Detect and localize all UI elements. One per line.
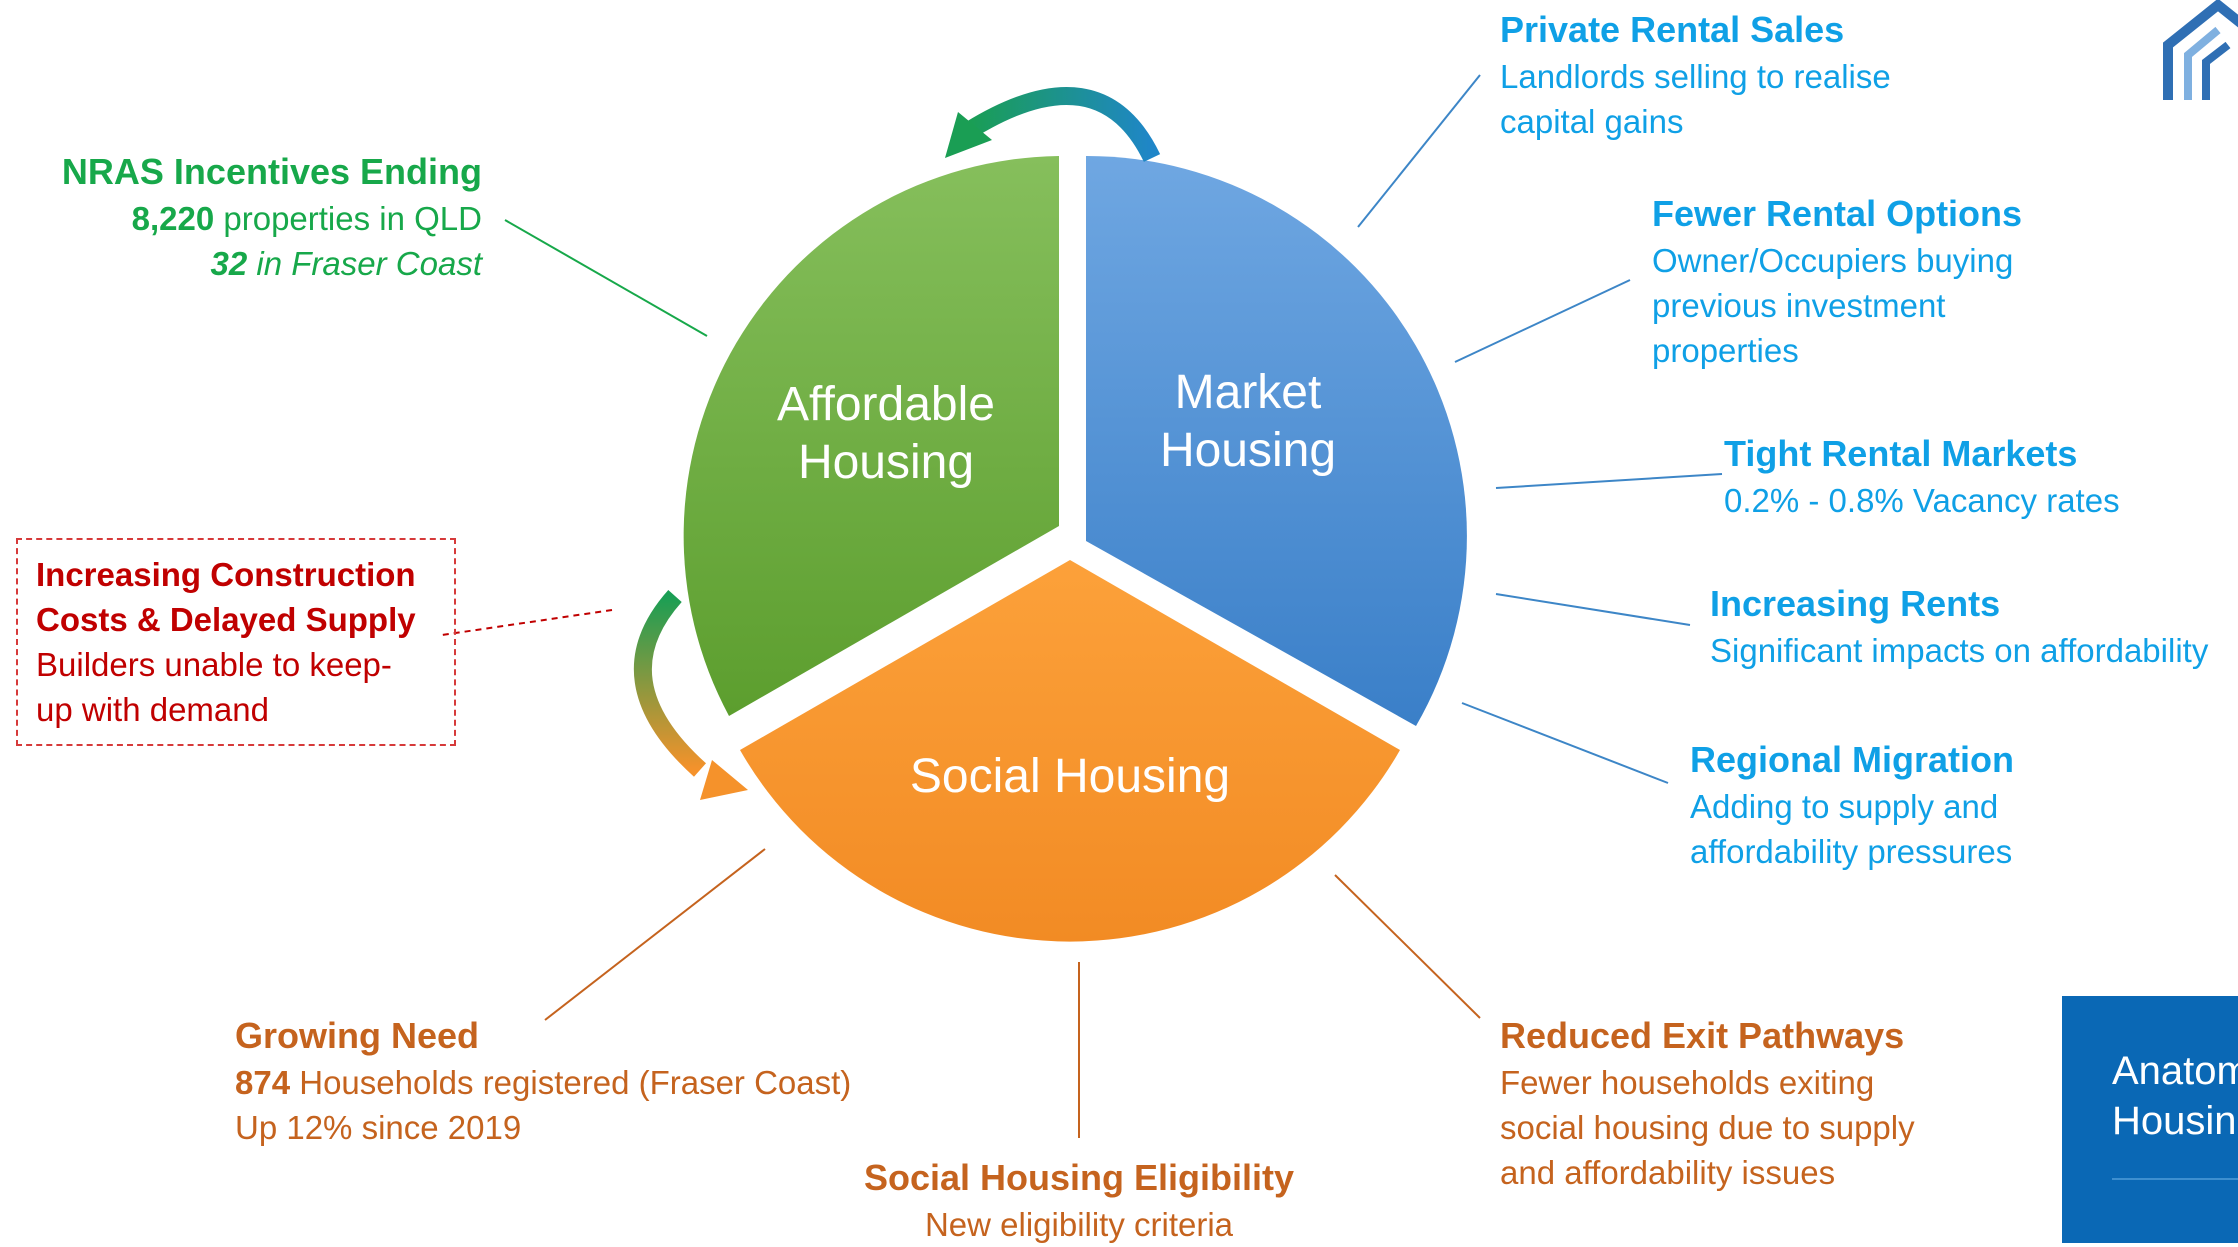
callout-text: Significant impacts on affordability [1710,632,2209,669]
market-housing-segment [1086,155,1467,727]
callout-text: up with demand [36,691,269,728]
callout-text: social housing due to supply [1500,1109,1915,1146]
callout-title: Tight Rental Markets [1724,433,2078,474]
anatomy-housing-panel: Anatomy Housing [2062,996,2238,1243]
callout-text: 8,220 properties in QLD [40,196,482,241]
construction-costs-callout: Increasing Construction Costs & Delayed … [16,538,456,746]
callout-title: Fewer Rental Options [1652,193,2023,234]
nras-fraser-number: 32 [210,245,248,282]
social-housing-eligibility-callout: Social Housing Eligibility New eligibili… [829,1154,1329,1247]
market-housing-label-line2: Housing [1160,424,1336,477]
callout-text: Landlords selling to realise [1500,58,1891,95]
callout-text: 874 Households registered (Fraser Coast) [235,1060,851,1105]
fewer-rental-options-callout: Fewer Rental Options Owner/Occupiers buy… [1652,190,2022,373]
curved-arrow-icon [945,86,1161,163]
anatomy-title-line2: Housing [2112,1099,2238,1143]
callout-text: properties [1652,332,1799,369]
callout-title: Increasing Construction [36,556,416,593]
callout-title: Social Housing Eligibility [863,1157,1295,1198]
callout-text: affordability pressures [1690,833,2013,870]
connector-lines [441,74,1723,1138]
anatomy-title-line1: Anatomy [2112,1049,2238,1093]
house-outline-icon [2158,0,2238,110]
callout-title: NRAS Incentives Ending [61,151,482,192]
social-housing-label: Social Housing [910,750,1230,803]
callout-title: Growing Need [235,1015,480,1056]
callout-title: Costs & Delayed Supply [36,601,416,638]
growing-need-number: 874 [235,1064,291,1101]
callout-text: Adding to supply and [1690,788,1999,825]
affordable-housing-label-line2: Housing [798,436,974,489]
nras-qld-text: properties in QLD [214,200,482,237]
reduced-exit-pathways-callout: Reduced Exit Pathways Fewer households e… [1500,1012,1915,1195]
market-housing-label: Market [1175,366,1322,419]
callout-text: capital gains [1500,103,1684,140]
callout-text: Builders unable to keep- [36,646,392,683]
nras-qld-number: 8,220 [131,200,215,237]
callout-text: New eligibility criteria [924,1206,1234,1243]
curved-arrow-icon [634,590,748,800]
callout-title: Reduced Exit Pathways [1500,1015,1905,1056]
callout-title: Regional Migration [1690,739,2014,780]
private-rental-sales-callout: Private Rental Sales Landlords selling t… [1500,6,1891,144]
anatomy-panel-title: Anatomy Housing [2112,1046,2238,1146]
increasing-rents-callout: Increasing Rents Significant impacts on … [1710,580,2208,673]
callout-text: previous investment [1652,287,1946,324]
affordable-housing-segment [683,156,1059,716]
callout-text: and affordability issues [1500,1154,1836,1191]
callout-text: 32 in Fraser Coast [40,241,482,286]
social-housing-segment [740,560,1400,942]
callout-title: Increasing Rents [1710,583,2001,624]
callout-title: Private Rental Sales [1500,9,1845,50]
growing-need-callout: Growing Need 874 Households registered (… [235,1012,851,1150]
growing-need-text: Households registered (Fraser Coast) [290,1064,852,1101]
callout-text: Up 12% since 2019 [235,1109,522,1146]
affordable-housing-label: Affordable [777,378,995,431]
divider [2112,1178,2238,1180]
callout-text: Fewer households exiting [1500,1064,1875,1101]
tight-rental-markets-callout: Tight Rental Markets 0.2% - 0.8% Vacancy… [1724,430,2120,523]
nras-fraser-text: in Fraser Coast [247,245,482,282]
callout-text: Owner/Occupiers buying [1652,242,2014,279]
regional-migration-callout: Regional Migration Adding to supply and … [1690,736,2014,874]
callout-text: 0.2% - 0.8% Vacancy rates [1724,482,2120,519]
nras-incentives-callout: NRAS Incentives Ending 8,220 properties … [40,148,482,286]
